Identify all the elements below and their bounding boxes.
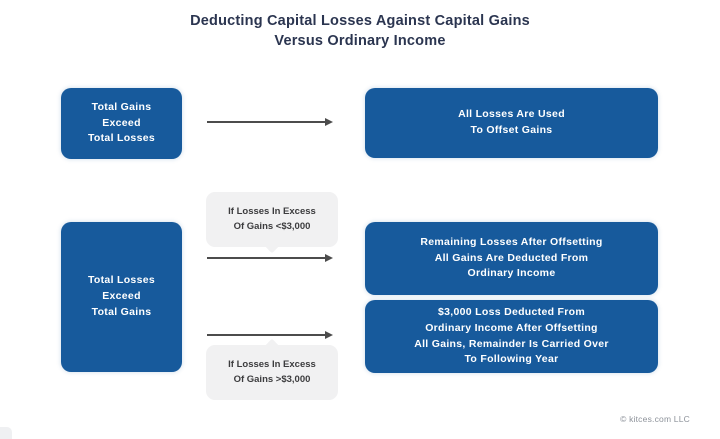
box-3000-loss-carried-over: $3,000 Loss Deducted From Ordinary Incom… (365, 300, 658, 373)
box-remaining-losses-deducted: Remaining Losses After Offsetting All Ga… (365, 222, 658, 295)
corner-shadow-artifact (0, 427, 12, 439)
diagram-title: Deducting Capital Losses Against Capital… (190, 13, 530, 49)
condition-losses-over-3000: If Losses In Excess Of Gains >$3,000 (206, 345, 338, 400)
kitces-credit: © kitces.com LLC (620, 414, 690, 424)
box-total-losses-exceed-gains: Total Losses Exceed Total Gains (61, 222, 182, 372)
arrow-right-icon (207, 257, 331, 259)
box-total-gains-exceed-losses: Total Gains Exceed Total Losses (61, 88, 182, 159)
arrow-right-icon (207, 121, 331, 123)
condition-losses-under-3000: If Losses In Excess Of Gains <$3,000 (206, 192, 338, 247)
box-all-losses-offset-gains: All Losses Are Used To Offset Gains (365, 88, 658, 158)
arrow-right-icon (207, 334, 331, 336)
